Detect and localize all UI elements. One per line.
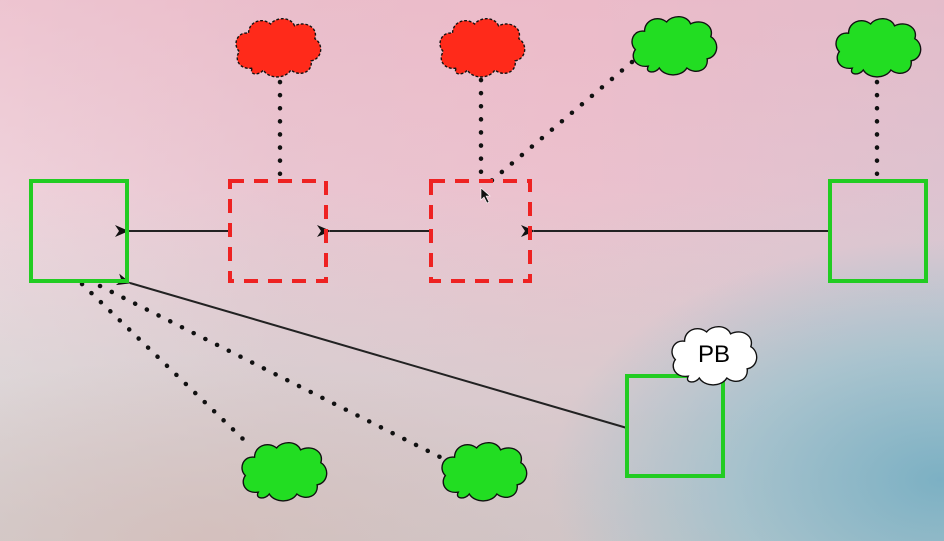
cloud-bottom-2 <box>441 441 528 502</box>
cloud-top-1 <box>235 17 322 78</box>
node-mid-1 <box>228 179 328 283</box>
clouds <box>235 15 922 502</box>
dotted-link-cloud-bottom-1 <box>79 281 246 442</box>
dotted-link-cloud-top-3 <box>487 59 635 185</box>
node-left <box>29 179 129 283</box>
node-mid-2 <box>429 179 532 283</box>
dotted-link-cloud-bottom-2 <box>97 283 443 460</box>
nodes <box>29 179 928 478</box>
dotted-links <box>79 59 880 460</box>
edge-pb-to-left <box>115 273 628 429</box>
cloud-top-3 <box>631 15 718 76</box>
pb-label: PB <box>698 341 730 368</box>
node-pb <box>625 374 725 478</box>
edges <box>115 225 830 429</box>
cloud-top-4 <box>835 17 922 78</box>
cloud-bottom-1 <box>241 441 328 502</box>
node-right <box>828 179 928 283</box>
cursor-icon <box>480 187 491 204</box>
cloud-top-2 <box>439 17 526 78</box>
